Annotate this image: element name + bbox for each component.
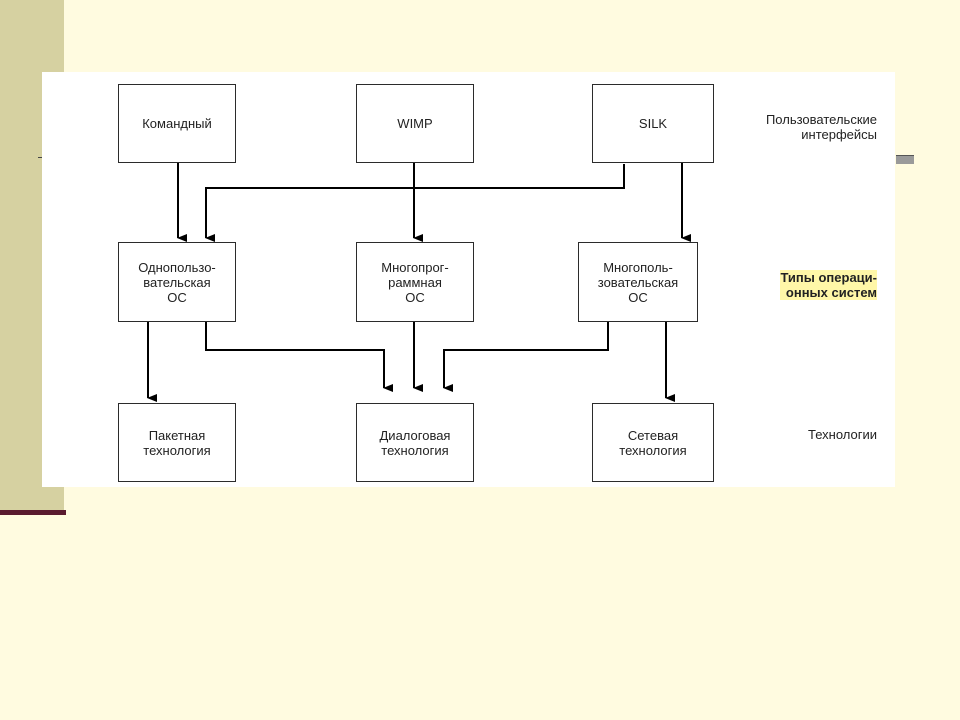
- box-multi-user-os: Многополь- зовательская ОС: [578, 242, 698, 322]
- box-batch-technology: Пакетная технология: [118, 403, 236, 482]
- os-diagram: Командный WIMP SILK Пользовательские инт…: [42, 72, 895, 487]
- box-wimp-interface: WIMP: [356, 84, 474, 163]
- box-dialog-technology: Диалоговая технология: [356, 403, 474, 482]
- box-multi-program-os: Многопрог- раммная ОС: [356, 242, 474, 322]
- box-command-interface: Командный: [118, 84, 236, 163]
- connector-lines: [147, 162, 691, 402]
- slide-side-underline: [0, 510, 66, 515]
- title-rule-right: [896, 155, 914, 164]
- box-silk-interface: SILK: [592, 84, 714, 163]
- title-rule-left: [38, 157, 44, 158]
- box-network-technology: Сетевая технология: [592, 403, 714, 482]
- label-os-types: Типы операци- онных систем: [780, 270, 877, 300]
- arrow-multi-user-to-dialog: [443, 322, 609, 392]
- arrow-single-user-to-dialog: [205, 322, 393, 392]
- label-technologies: Технологии: [807, 427, 877, 442]
- label-user-interfaces: Пользовательские интерфейсы: [765, 112, 877, 142]
- box-single-user-os: Однопользо- вательская ОС: [118, 242, 236, 322]
